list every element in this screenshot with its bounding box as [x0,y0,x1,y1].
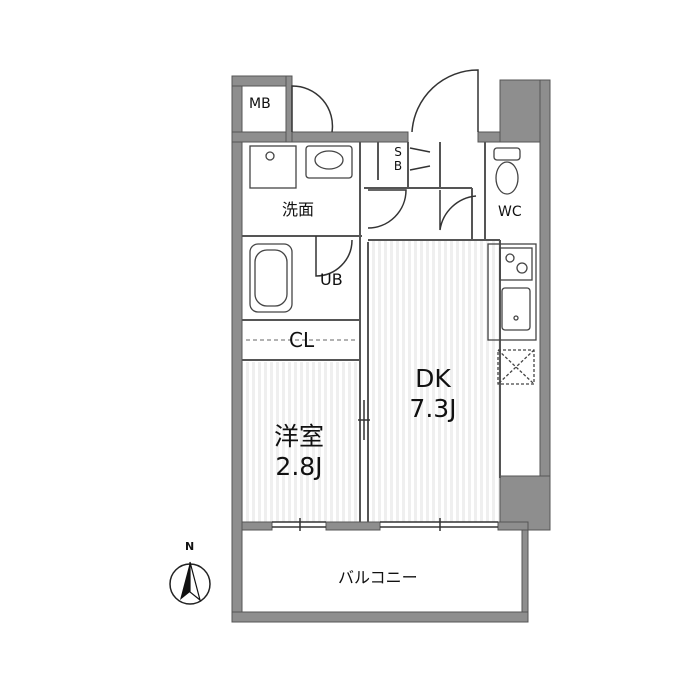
washroom-door [367,189,407,229]
kitchen-counter [487,243,537,341]
western-room-label: 洋室 2.8J [264,422,334,482]
wall-bottom-b [325,521,381,531]
sink-icon [305,145,353,179]
shoebox-label-s: S [394,145,402,159]
wall-bottom-c [497,521,529,531]
dk-floor [368,240,500,522]
stove-icon [499,247,533,281]
exterior-walls [231,75,551,623]
wall-left [231,75,243,623]
ub-door [315,236,353,277]
shoebox-door [409,147,431,171]
hall-door [439,190,477,231]
wall-top-left [231,131,409,143]
washing-machine-pan-icon [249,145,297,189]
sliding-doors [272,400,498,531]
wc-label: WC [498,204,522,220]
north-label: N [185,540,195,553]
entrance-door [411,69,479,133]
western-room-floor [242,362,360,522]
toilet-icon [493,147,521,195]
shoebox-label-b: B [393,159,403,173]
ub-label: UB [320,270,343,289]
wall-balcony-bottom [231,611,529,623]
mb-door [291,85,334,133]
washroom-fixtures [249,145,353,189]
balcony-label: バルコニー [338,568,418,587]
basin-icon [314,150,344,170]
dk-size: 7.3J [409,394,457,423]
kitchen-fixtures [487,243,537,385]
western-room-name: 洋室 [273,422,324,451]
shoebox-label: S B [391,145,405,173]
dk-label: DK 7.3J [398,364,468,424]
bathtub-icon [249,243,293,313]
wall-mb-right [285,75,293,143]
wall-balcony-right [521,529,529,623]
north-arrow-icon [169,561,211,605]
mb-label: MB [249,96,271,112]
wall-bottom-a [241,521,273,531]
wall-top-mb [231,75,287,87]
interior-walls [242,142,501,522]
fridge-space-icon [497,349,535,385]
dk-name: DK [415,364,451,393]
doors [291,69,479,277]
western-room-size: 2.8J [275,452,323,481]
cl-label: CL [289,328,315,352]
washer-drain-icon [265,151,275,161]
wall-right [539,79,551,531]
wall-right-shaft [499,79,541,143]
kitchen-sink-icon [501,287,531,331]
washroom-label: 洗面 [282,200,315,219]
